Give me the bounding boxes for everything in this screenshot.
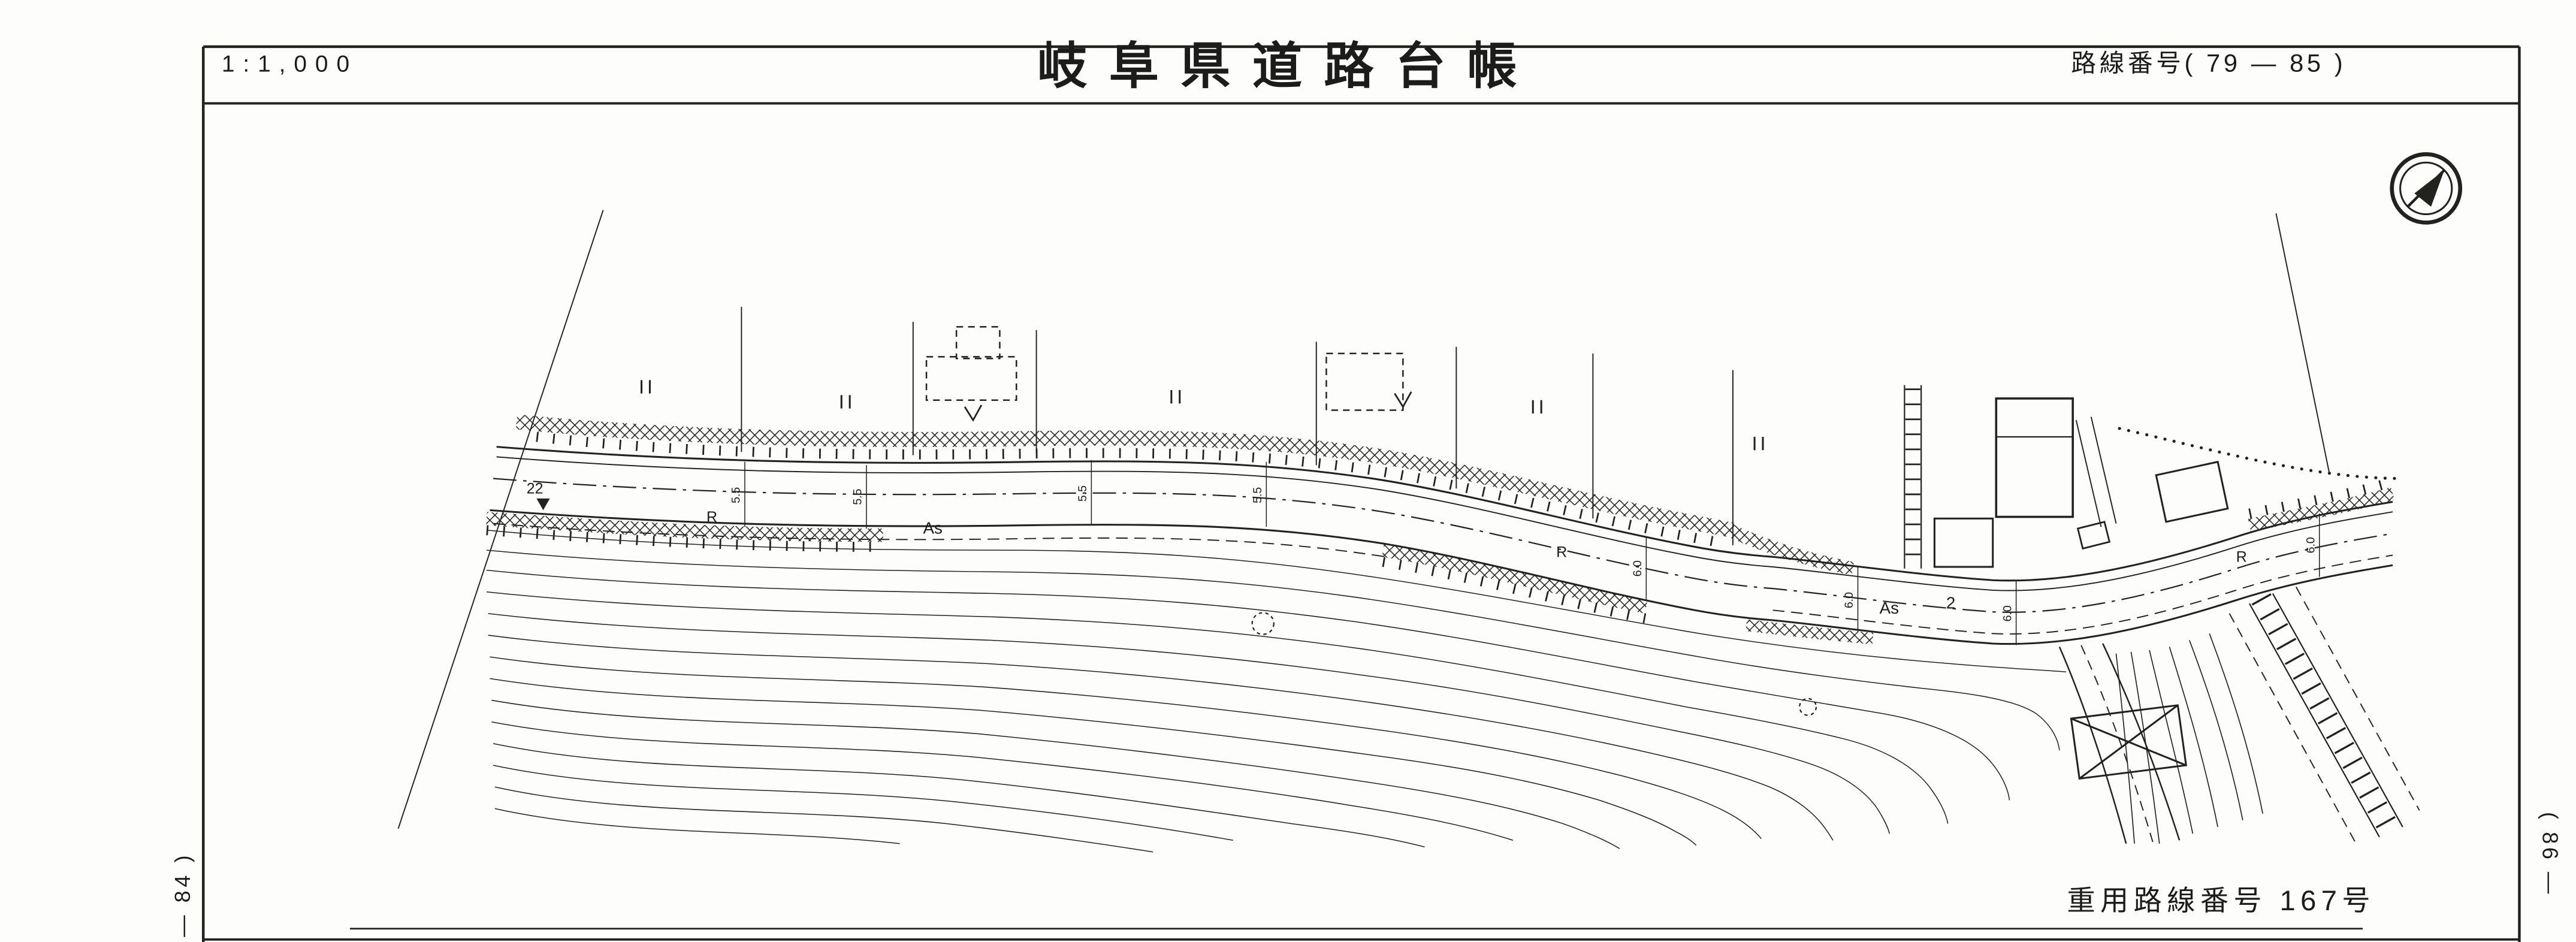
- building-lane: [2075, 416, 2117, 527]
- sheet-join-right: ( 86 —: [2538, 812, 2562, 897]
- contour-line: [493, 743, 1425, 848]
- width-label: 5.5: [851, 488, 865, 505]
- station-label: 22: [527, 481, 543, 497]
- ladder-dashed: [2295, 586, 2420, 811]
- building-solid: [1933, 517, 1994, 568]
- width-ticks: [744, 460, 2320, 645]
- sheet-title: 岐阜県道路台帳: [1037, 38, 1539, 94]
- width-label: 6.0: [2304, 537, 2317, 553]
- dotted-boundary: [2118, 427, 2405, 481]
- building-solid: [2076, 521, 2111, 550]
- contour-line: [494, 808, 900, 844]
- station-marker: [536, 498, 550, 511]
- contour-line: [488, 613, 1891, 834]
- slope-line: [2130, 651, 2160, 844]
- ladder-rungs: [2251, 593, 2401, 838]
- contour-line: [491, 721, 1514, 841]
- width-label: 6.0: [1631, 560, 1644, 576]
- sheet-join-left: — 84 ): [170, 852, 195, 937]
- road: [486, 414, 2395, 645]
- overlap-route-label: 重用路線番号 167号: [2067, 885, 2375, 917]
- side-road-edge: [2102, 643, 2181, 841]
- road-top-edge: [496, 446, 2393, 582]
- field-symbol: [1753, 436, 1764, 451]
- contour-line: [493, 765, 1233, 841]
- lane-edges: [1904, 385, 1922, 569]
- contour-line: [494, 786, 1153, 853]
- width-label: 5.5: [1251, 487, 1264, 503]
- surface-label-number: 2: [1946, 594, 1955, 612]
- terrace-ladder: [2228, 586, 2420, 844]
- retaining-wall-hatch: [486, 512, 883, 542]
- parcel-boundaries: [397, 210, 2330, 829]
- side-road-edge: [2058, 647, 2127, 844]
- building-dashed: [955, 326, 1001, 360]
- sheet-frame: [202, 45, 2521, 942]
- curve-label: R: [706, 509, 717, 526]
- width-label: 6.0: [2001, 605, 2014, 621]
- tree-symbol: [1251, 612, 1275, 635]
- slope-line: [2169, 647, 2218, 828]
- shrub-symbol: [1799, 698, 1817, 716]
- road-centerline: [493, 478, 2393, 613]
- buildings: [925, 326, 2229, 568]
- ladder-edges: [2249, 593, 2403, 838]
- field-symbol: [1170, 390, 1181, 404]
- side-road: [2058, 643, 2188, 844]
- building-solid: [1995, 397, 2074, 518]
- field-symbols: [641, 380, 1764, 451]
- width-label: 6.0: [1843, 592, 1856, 608]
- road-dashed-line: [493, 523, 1387, 558]
- retaining-wall-hatch: [2248, 487, 2395, 532]
- contour-line: [490, 678, 1697, 846]
- stepped-lane: [1904, 385, 1922, 569]
- width-label: 5.5: [730, 487, 743, 503]
- slope-line: [2189, 640, 2243, 821]
- surface-label-as: As: [1880, 599, 1899, 617]
- road-gutter-line: [496, 456, 2393, 591]
- retaining-wall-hatch: [1726, 524, 1855, 575]
- route-number-label: 路線番号( 79 — 85 ): [2071, 49, 2346, 77]
- building-solid: [2155, 460, 2229, 523]
- retaining-wall-hatch: [1745, 619, 1874, 645]
- contour-line: [486, 550, 2060, 751]
- contour-line: [486, 569, 2010, 801]
- field-symbol-v: [964, 404, 983, 422]
- field-symbol: [1532, 400, 1542, 414]
- building-dashed: [925, 356, 1017, 401]
- width-label: 5.5: [1076, 485, 1089, 502]
- ladder-dashed: [2228, 613, 2357, 844]
- contour-line: [486, 591, 1949, 824]
- steep-slope-lines: [2115, 633, 2264, 844]
- contour-lines: [486, 530, 2067, 853]
- contour-line: [486, 530, 2067, 673]
- contour-line: [490, 656, 1762, 839]
- field-symbol-v: [1394, 391, 1412, 409]
- curve-label: R: [1556, 544, 1567, 560]
- retaining-wall-hatch: [515, 414, 1735, 538]
- width-labels: 5.5 5.5 5.5 5.5 6.0 6.0 6.0 6.0: [730, 485, 2318, 622]
- contour-line: [488, 635, 1834, 841]
- field-symbol: [840, 395, 851, 409]
- slope-line: [2115, 653, 2135, 844]
- curve-label: R: [2236, 549, 2247, 566]
- retaining-wall-hatch: [1382, 544, 1648, 614]
- bridge-box: [2070, 704, 2188, 780]
- side-road-centerline: [2080, 645, 2154, 843]
- road-bottom-edge: [490, 509, 2393, 645]
- slope-line: [2149, 650, 2194, 834]
- north-arrow-icon: [2390, 152, 2463, 225]
- field-symbol: [641, 380, 651, 394]
- contour-line: [491, 699, 1620, 849]
- scale-label: 1:1,000: [222, 52, 358, 77]
- boundary-slant-right: [2275, 213, 2330, 474]
- building-dashed: [1325, 352, 1404, 411]
- slope-line: [2209, 633, 2264, 814]
- surface-label-as: As: [923, 518, 943, 537]
